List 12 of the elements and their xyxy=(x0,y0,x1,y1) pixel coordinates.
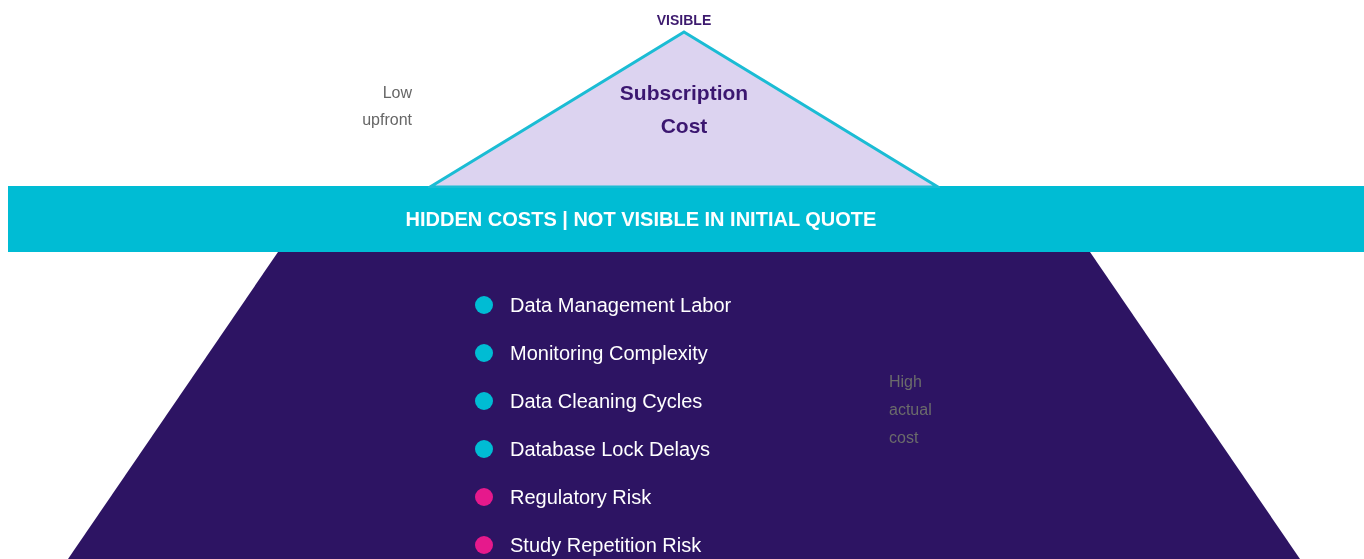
cost-item: Data Cleaning Cycles xyxy=(510,389,703,414)
side-note: High actual cost xyxy=(889,372,933,448)
side-note: Low upfront xyxy=(361,83,412,130)
cost-item: Monitoring Complexity xyxy=(510,341,708,366)
band-heading: HIDDEN COSTS | NOT VISIBLE IN INITIAL QUOTE xyxy=(405,207,877,232)
cost-item: Database Lock Delays xyxy=(510,437,711,462)
triangle-heading: VISIBLE xyxy=(656,11,712,30)
cost-item: Study Repetition Risk xyxy=(510,533,702,558)
band xyxy=(8,186,1364,252)
cost-item: Regulatory Risk xyxy=(510,485,652,510)
triangle-label: Subscription Cost xyxy=(618,80,750,139)
cost-item: Data Management Labor xyxy=(510,293,732,318)
